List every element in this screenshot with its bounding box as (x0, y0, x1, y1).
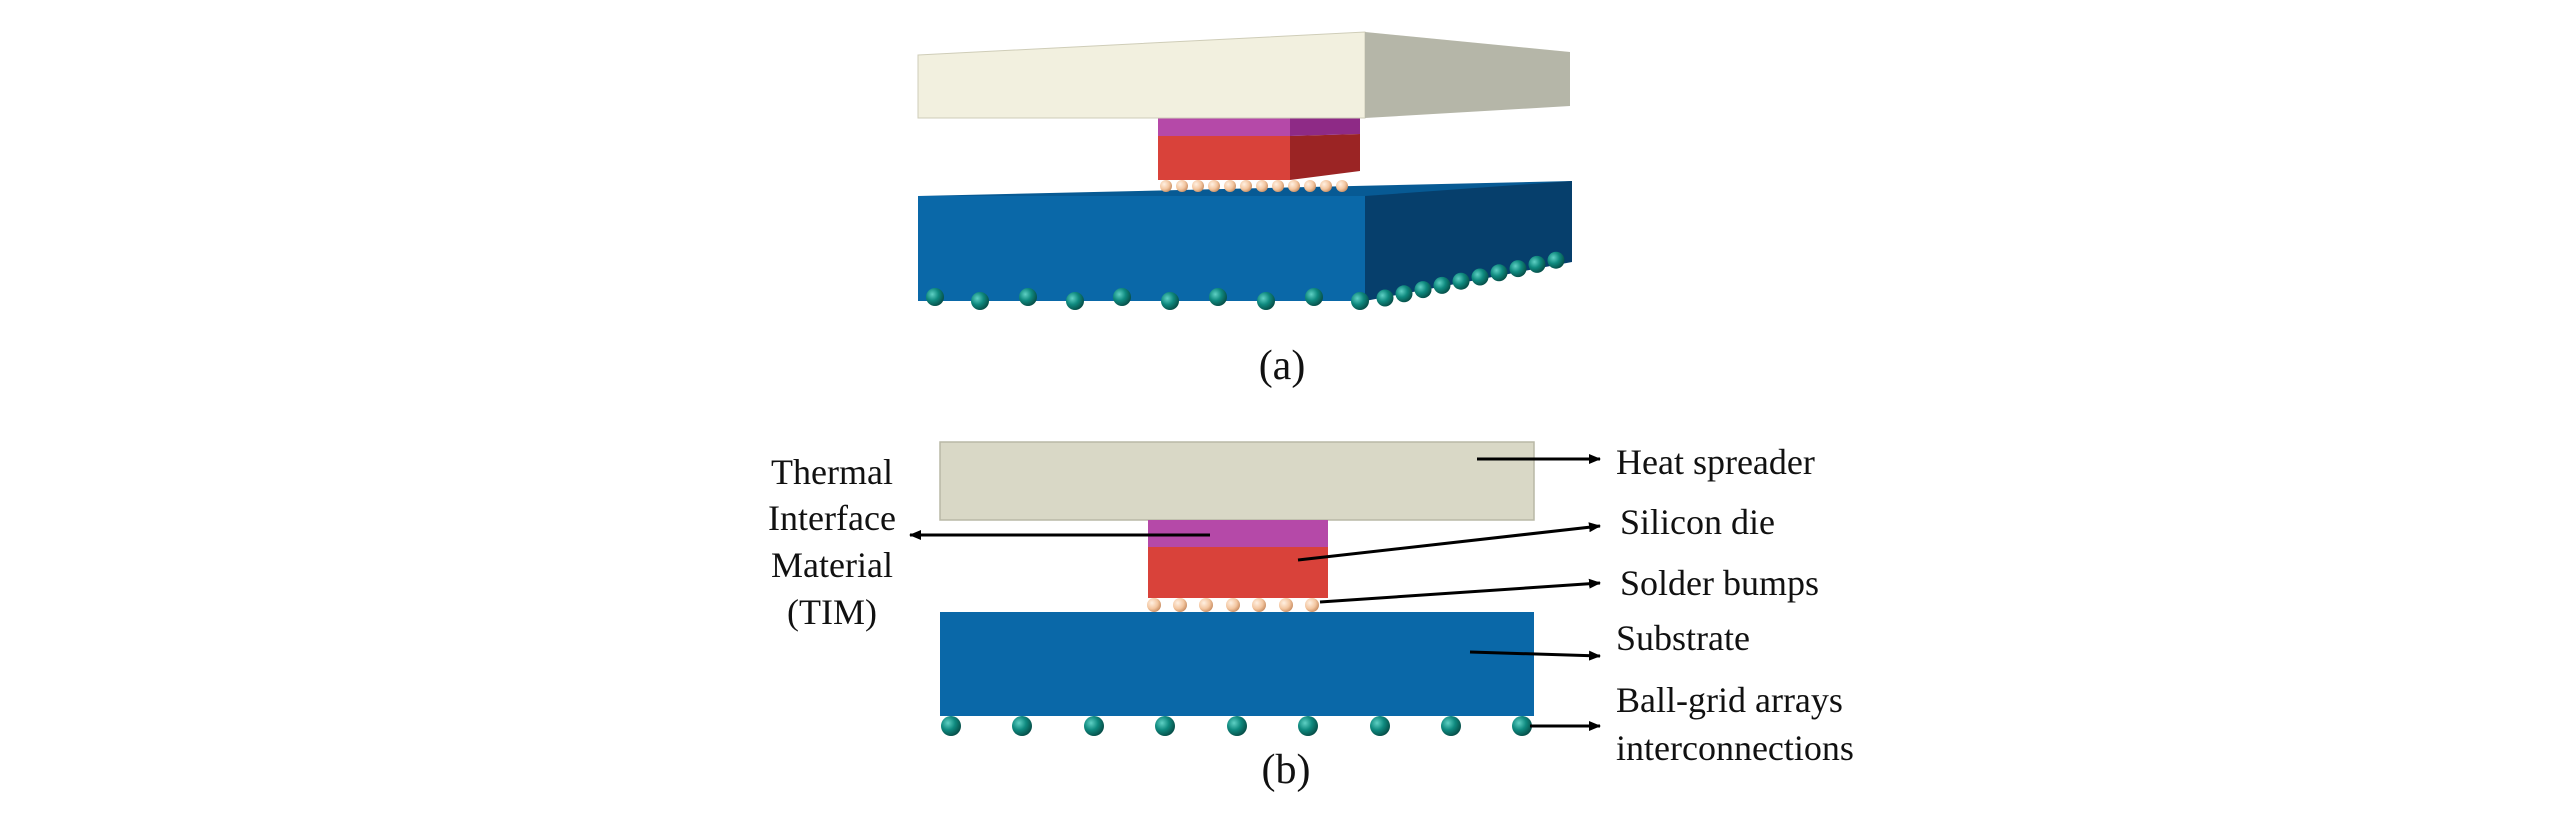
solder-bumps-3d (1160, 180, 1348, 192)
solder-bump (1288, 180, 1300, 192)
bga-ball (1395, 285, 1413, 303)
arrow-silicon-die (1297, 522, 1601, 562)
caption-a: (a) (1259, 343, 1306, 389)
solder-bump (1160, 180, 1172, 192)
solder-bump (1226, 598, 1240, 612)
solder-bump (1252, 598, 1266, 612)
bga-ball (1370, 716, 1390, 736)
silicon-die-3d (1158, 134, 1360, 180)
label-tim-1: Thermal (771, 452, 893, 492)
die-3d-side (1290, 134, 1360, 180)
solder-bump (1336, 180, 1348, 192)
substrate (940, 612, 1534, 716)
solder-bump (1279, 598, 1293, 612)
bga-ball (1227, 716, 1247, 736)
solder-bump (1256, 180, 1268, 192)
heat-spreader-3d-side (1365, 32, 1570, 118)
bga-ball (1441, 716, 1461, 736)
bga-ball (1155, 716, 1175, 736)
bga-ball (971, 292, 989, 310)
bga-ball (1113, 288, 1131, 306)
arrow-substrate (1469, 650, 1601, 661)
bga-ball (1376, 289, 1394, 307)
bga-ball (941, 716, 961, 736)
bga-ball (1512, 716, 1532, 736)
substrate-3d (918, 181, 1572, 301)
bga-ball (1351, 292, 1369, 310)
substrate-3d-front (918, 196, 1365, 301)
die-3d-front (1158, 136, 1290, 180)
bga-ball (1012, 716, 1032, 736)
arrow-solder-bumps (1319, 578, 1601, 604)
label-tim-4: (TIM) (787, 592, 877, 632)
panel-a: (a) (917, 31, 1572, 389)
heat-spreader (939, 441, 1535, 521)
bga-ball (1305, 288, 1323, 306)
annotation-arrows (909, 454, 1601, 731)
label-bga-1: Ball-grid arrays (1616, 680, 1843, 720)
bga-ball (1209, 288, 1227, 306)
bga-ball (1471, 268, 1489, 286)
ball-grid-3d (926, 251, 1565, 310)
bga-ball (1414, 281, 1432, 299)
ball-grid-array (941, 716, 1532, 736)
solder-bump (1192, 180, 1204, 192)
label-bga-2: interconnections (1616, 728, 1854, 768)
bga-ball (1547, 251, 1565, 269)
heat-spreader-3d (917, 31, 1570, 119)
silicon-die (1148, 547, 1328, 598)
caption-b: (b) (1262, 747, 1311, 793)
solder-bump (1208, 180, 1220, 192)
solder-bump (1272, 180, 1284, 192)
solder-bump (1147, 598, 1161, 612)
bga-ball (926, 288, 944, 306)
solder-bumps (1147, 598, 1319, 612)
solder-bump (1199, 598, 1213, 612)
label-substrate: Substrate (1616, 618, 1750, 658)
panel-b: Thermal Interface Material (TIM) Heat sp… (768, 441, 1854, 793)
bga-ball (1161, 292, 1179, 310)
label-solder-bumps: Solder bumps (1620, 563, 1819, 603)
solder-bump (1176, 180, 1188, 192)
bga-ball (1490, 264, 1508, 282)
solder-bump (1224, 180, 1236, 192)
label-heat-spreader: Heat spreader (1616, 442, 1815, 482)
heat-spreader-3d-front (917, 31, 1366, 119)
label-tim-3: Material (771, 545, 893, 585)
bga-ball (1066, 292, 1084, 310)
bga-ball (1019, 288, 1037, 306)
label-tim-2: Interface (768, 498, 896, 538)
solder-bump (1304, 180, 1316, 192)
bga-ball (1452, 272, 1470, 290)
label-silicon-die: Silicon die (1620, 502, 1775, 542)
bga-ball (1298, 716, 1318, 736)
solder-bump (1173, 598, 1187, 612)
bga-ball (1084, 716, 1104, 736)
bga-ball (1528, 255, 1546, 273)
solder-bump (1240, 180, 1252, 192)
solder-bump (1320, 180, 1332, 192)
bga-ball (1509, 260, 1527, 278)
bga-ball (1257, 292, 1275, 310)
bga-ball (1433, 276, 1451, 294)
solder-bump (1305, 598, 1319, 612)
